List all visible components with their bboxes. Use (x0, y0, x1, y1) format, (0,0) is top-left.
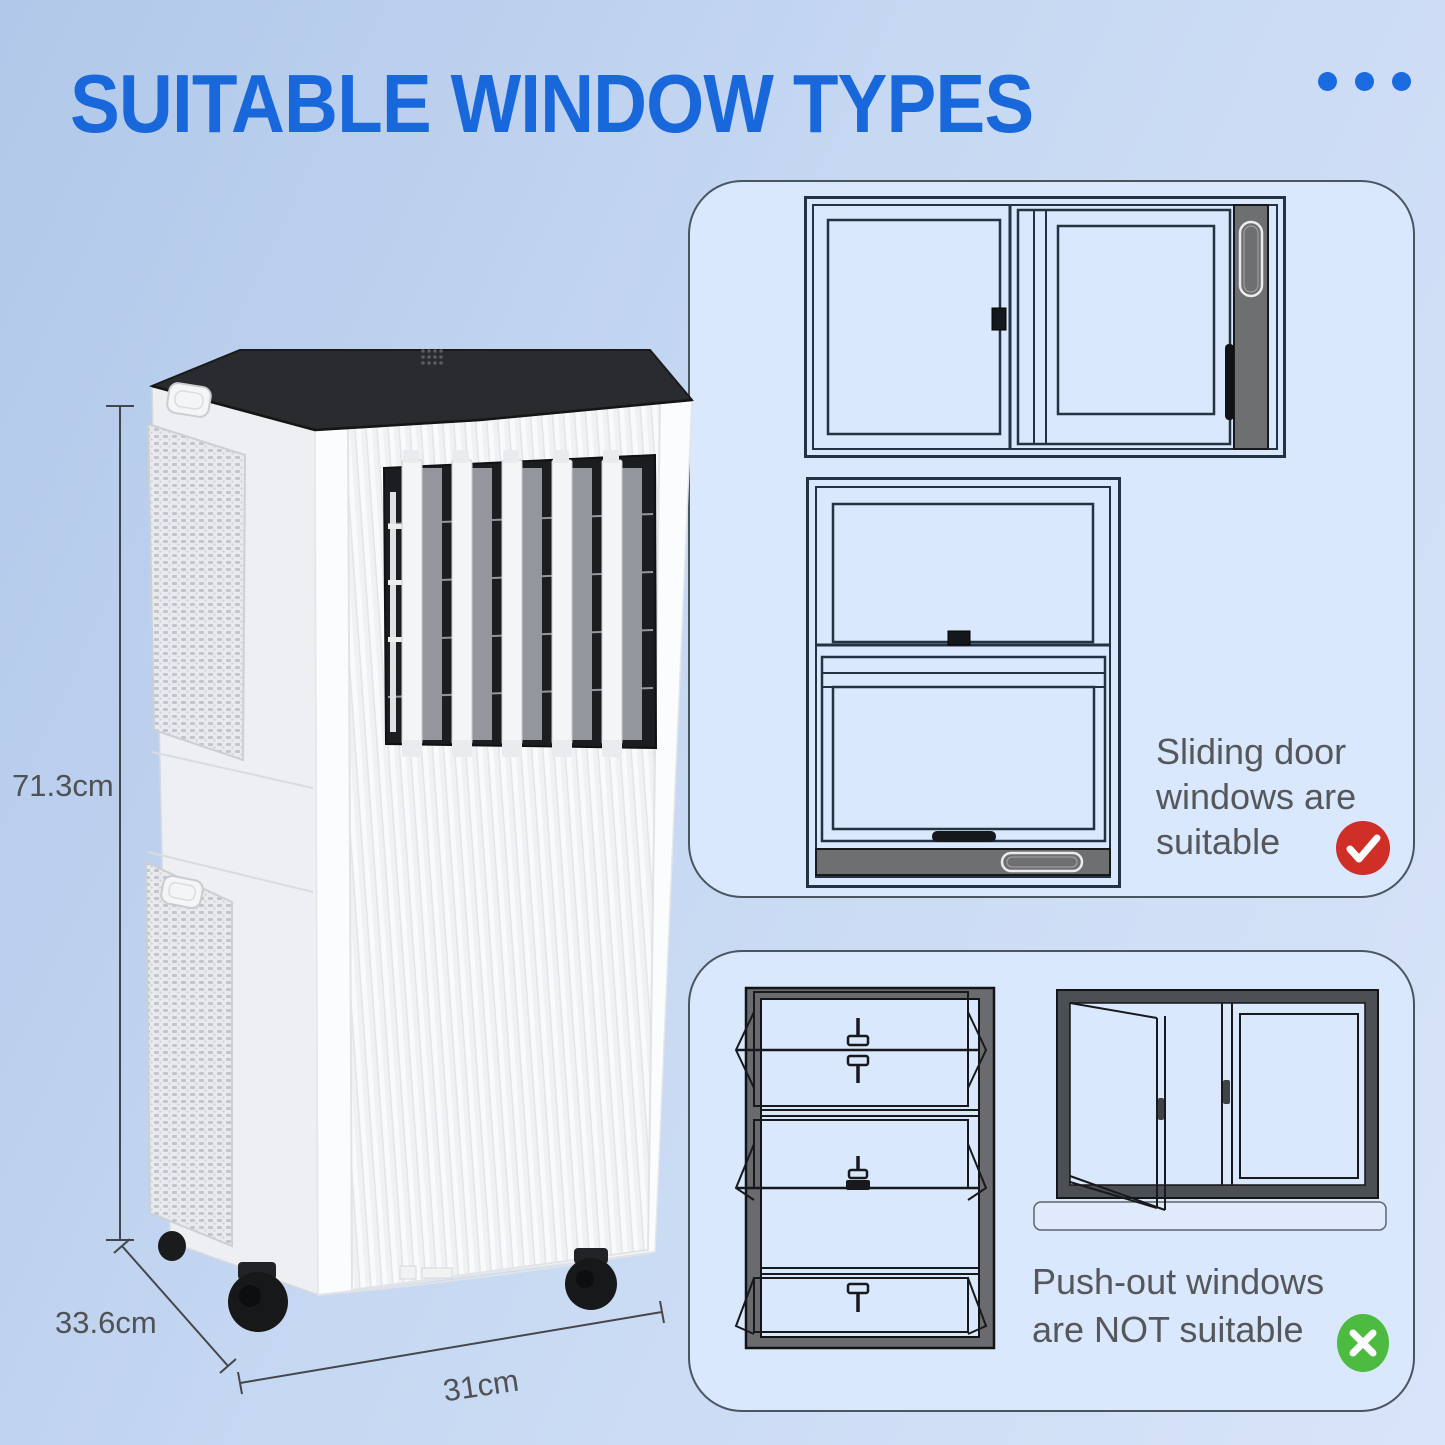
check-icon (1336, 821, 1390, 875)
push-out-awning-window-icon (734, 986, 996, 1350)
suitable-windows-card (688, 180, 1415, 898)
dimension-height-label: 71.3cm (12, 768, 114, 803)
dot-icon (1355, 72, 1374, 91)
menu-dots-icon (1318, 72, 1411, 91)
caster-wheels (158, 1231, 617, 1332)
page-title: SUITABLE WINDOW TYPES (70, 57, 1034, 150)
dot-icon (1318, 72, 1337, 91)
horizontal-sliding-window-icon (804, 196, 1286, 458)
dimension-depth-label: 33.6cm (55, 1305, 157, 1340)
vertical-sliding-window-icon (806, 477, 1121, 888)
depth-dimension-line (113, 1238, 237, 1374)
side-handle (166, 382, 212, 418)
top-lid (148, 349, 694, 432)
caption-line: Push-out windows (1032, 1261, 1325, 1302)
lower-mesh-panel (144, 860, 233, 1248)
caption-line: Sliding door (1156, 731, 1347, 772)
dot-icon (1392, 72, 1411, 91)
grille-slats (401, 450, 642, 757)
speaker-holes-icon (421, 349, 443, 365)
caption-line: are NOT suitable (1032, 1309, 1304, 1350)
suitable-caption: Sliding door windows are suitable (1156, 729, 1356, 864)
dimension-lines (106, 405, 665, 1395)
window-sill (1033, 1201, 1387, 1231)
cross-icon (1337, 1314, 1389, 1372)
width-dimension-line (237, 1300, 665, 1395)
upper-mesh-panel (146, 422, 247, 762)
not-suitable-caption: Push-out windows are NOT suitable (1032, 1258, 1324, 1354)
air-conditioner-image (144, 349, 694, 1332)
caption-line: windows are (1156, 776, 1357, 817)
side-handle (160, 874, 204, 910)
casement-window-icon (1033, 989, 1387, 1231)
caption-line: suitable (1156, 821, 1281, 862)
vent-grille (382, 450, 658, 757)
height-dimension-line (106, 405, 134, 1241)
